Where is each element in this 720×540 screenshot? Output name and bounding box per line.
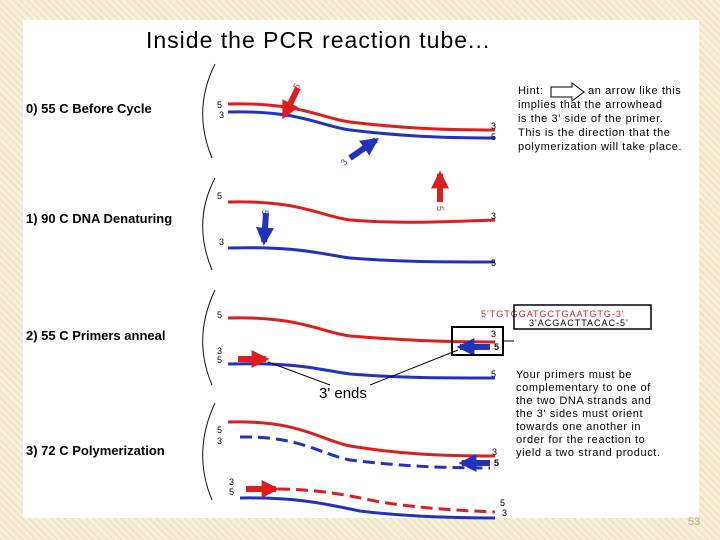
hint-inline-text: an arrow like this — [588, 85, 681, 97]
dna-strand-red-0 — [227, 102, 496, 132]
end-label: 3 — [491, 121, 496, 131]
note-line: yield a two strand product. — [516, 447, 661, 459]
step-bracket-2 — [202, 289, 216, 386]
end-label: 3 — [219, 237, 224, 247]
pointer-line-right — [369, 349, 459, 386]
step-label-2: 2) 55 C Primers anneal — [26, 328, 165, 343]
end-label: 5 — [217, 100, 222, 110]
primer-end-label: 3 — [338, 157, 349, 167]
step-label-1: 1) 90 C DNA Denaturing — [26, 211, 172, 226]
end-label: 5 — [217, 310, 222, 320]
hint-line: is the 3' side of the primer. — [518, 113, 663, 125]
hint-line: Hint: — [518, 85, 544, 97]
end-label: 3 — [502, 508, 507, 518]
end-label: 5 — [229, 487, 234, 497]
end-label: 3 — [492, 447, 497, 457]
end-label: 5 — [217, 425, 222, 435]
note-line: order for the reaction to — [516, 434, 645, 446]
end-label: 5 — [500, 498, 505, 508]
note-line: the two DNA strands and — [516, 395, 651, 407]
note-line: complementary to one of — [516, 382, 651, 394]
primer-end-label: 5 — [435, 206, 445, 211]
pointer-line-left — [267, 361, 331, 386]
note-text-block: Your primers must be complementary to on… — [516, 369, 661, 459]
primer-arrow-blue — [256, 212, 274, 246]
step-bracket-1 — [202, 177, 216, 271]
end-label: 3 — [491, 211, 496, 221]
slide-title: Inside the PCR reaction tube... — [146, 27, 490, 53]
end-label: 5 — [491, 258, 496, 268]
dna-strand-blue-2 — [227, 362, 496, 380]
three-prime-ends-label: 3' ends — [319, 385, 367, 402]
sequence-box — [513, 304, 652, 330]
end-label: 5 — [217, 191, 222, 201]
primer-arrow-blue — [348, 137, 379, 161]
end-label: 3 — [491, 329, 496, 339]
slide-content — [23, 20, 699, 518]
step-label-0: 0) 55 C Before Cycle — [26, 101, 152, 116]
primer-end-label: 5 — [291, 82, 302, 91]
hint-line: polymerization will take place. — [518, 141, 682, 153]
dna-strand-red-3-synth — [259, 487, 496, 514]
end-label: 5 — [494, 458, 499, 468]
end-label: 3 — [229, 477, 234, 487]
end-label: 3 — [217, 346, 222, 356]
dna-strand-red-1 — [227, 200, 496, 224]
sequence-top: 5'TGTGGATGCTGAATGTG-3' — [481, 309, 625, 319]
step-bracket-3 — [202, 402, 216, 501]
dna-strand-blue-0 — [227, 110, 496, 140]
hint-line: This is the direction that the — [518, 127, 671, 139]
hint-text-block: Hint: an arrow like this implies that th… — [518, 85, 682, 153]
end-label: 3 — [217, 436, 222, 446]
primer-arrow-red — [281, 86, 301, 120]
note-line: towards one another in — [516, 421, 641, 433]
primer-end-label: 5 — [260, 210, 270, 215]
note-line: the 3' sides must orient — [516, 408, 643, 420]
dna-strand-blue-1 — [227, 246, 496, 264]
end-label: 3 — [219, 110, 224, 120]
note-line: Your primers must be — [516, 369, 632, 381]
step-label-3: 3) 72 C Polymerization — [26, 443, 165, 458]
end-label: 5 — [491, 132, 496, 142]
end-label: 5 — [491, 369, 496, 379]
end-label: 5 — [494, 342, 499, 352]
page-number: 53 — [688, 516, 701, 528]
dna-strand-blue-3-synth — [239, 435, 491, 470]
sequence-bottom: 3'ACGACTTACAC-5' — [529, 318, 629, 328]
dna-strand-red-2 — [227, 316, 496, 344]
hint-line: implies that the arrowhead — [518, 99, 663, 111]
end-label: 5 — [217, 355, 222, 365]
step-bracket-0 — [202, 63, 216, 159]
dna-strand-red-3 — [227, 420, 496, 458]
dna-strand-blue-3 — [239, 496, 496, 520]
hint-example-arrow-icon — [550, 82, 585, 102]
